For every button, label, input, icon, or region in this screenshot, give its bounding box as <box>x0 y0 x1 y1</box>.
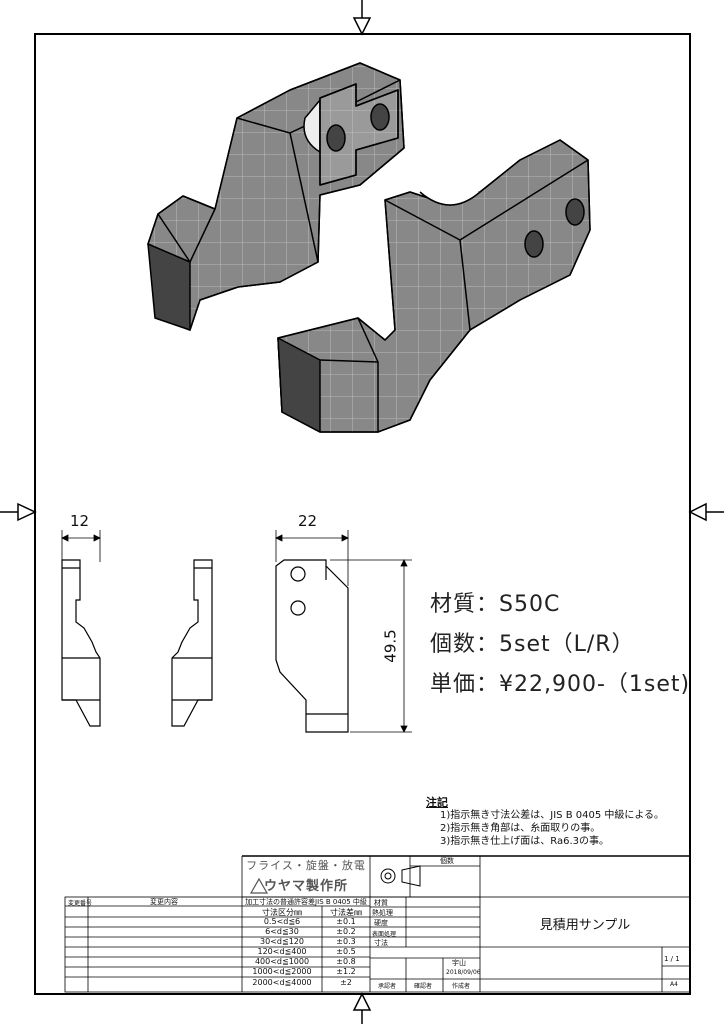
creator-label: 作成者 <box>452 983 471 990</box>
spec-quantity: 個数：5set（L/R） <box>430 632 635 657</box>
tolerance-value: ±0.3 <box>336 937 356 946</box>
checker-label: 確認者 <box>414 983 433 990</box>
dimension-label-22: 22 <box>298 512 318 530</box>
surface-treatment-label: 表面処理 <box>372 931 397 938</box>
projection-symbol-icon <box>380 865 421 887</box>
dimension-label-49-5: 49.5 <box>381 629 400 663</box>
note-line: 2)指示無き角部は、糸面取りの事。 <box>440 823 601 834</box>
tolerance-value: ±0.8 <box>336 957 356 966</box>
tolerance-value: ±1.2 <box>336 967 356 976</box>
company-tagline: フライス・旋盤・放電 <box>246 859 366 872</box>
heat-treatment-label: 熱処理 <box>372 909 393 917</box>
tolerance-value: ±0.1 <box>336 917 356 926</box>
tolerance-col-tol: 寸法差㎜ <box>330 908 362 917</box>
front-view <box>275 559 349 733</box>
side-view-right <box>171 559 213 727</box>
tolerance-range: 1000<d≦2000 <box>252 967 312 976</box>
tolerance-range: 2000<d≦4000 <box>252 978 312 987</box>
company-logo-icon <box>249 877 269 894</box>
spec-price: 単価：¥22,900-（1set) <box>430 672 691 697</box>
tolerance-range: 400<d≦1000 <box>254 957 310 966</box>
dimension-49-5 <box>330 559 412 733</box>
side-view-left <box>61 559 101 727</box>
dimension-12 <box>61 530 101 562</box>
tolerance-value: ±0.5 <box>336 947 356 956</box>
left-center-mark <box>0 502 37 522</box>
approver-label: 承認者 <box>378 983 397 990</box>
tolerance-range: 0.5<d≦6 <box>263 917 301 926</box>
notes-heading: 注記 <box>426 796 448 809</box>
bottom-center-mark <box>352 992 372 1024</box>
tolerance-value: ±2 <box>340 978 352 987</box>
tolerance-range: 6<d≦30 <box>265 927 299 936</box>
dimension-label-12: 12 <box>70 512 90 530</box>
dimension-22 <box>275 530 349 586</box>
top-center-mark <box>352 0 372 36</box>
note-line: 1)指示無き寸法公差は、JIS B 0405 中級による。 <box>440 810 665 821</box>
material-label: 材質 <box>374 899 388 907</box>
company-name: ウヤマ製作所 <box>263 879 348 894</box>
part-isometric-right <box>277 139 591 433</box>
revision-number-label: 変更番号 <box>68 900 93 907</box>
hardness-label: 硬度 <box>374 919 388 927</box>
quantity-label: 個数 <box>440 857 454 865</box>
revision-content-label: 変更内容 <box>150 898 178 906</box>
paper-size: A4 <box>670 981 678 988</box>
title-block-grid <box>64 855 691 993</box>
drawing-date: 2018/09/06 <box>446 969 481 976</box>
designer-name: 宇山 <box>452 959 466 967</box>
drawing-title: 見積用サンプル <box>539 918 631 933</box>
dimension-label: 寸法 <box>374 939 388 947</box>
part-isometric-left <box>147 62 405 331</box>
tolerance-value: ±0.2 <box>336 927 356 936</box>
tolerance-range: 30<d≦120 <box>260 937 304 946</box>
spec-material: 材質：S50C <box>430 592 561 617</box>
notes: 注記 1)指示無き寸法公差は、JIS B 0405 中級による。 2)指示無き角… <box>426 796 664 848</box>
right-center-mark <box>688 502 724 522</box>
sheet-number: 1 / 1 <box>664 955 680 963</box>
tolerance-title: 加工寸法の普通許容差JIS B 0405 中級 <box>245 898 367 906</box>
note-line: 3)指示無き仕上げ面は、Ra6.3の事。 <box>440 836 610 847</box>
tolerance-range: 120<d≦400 <box>257 947 307 956</box>
tolerance-col-range: 寸法区分㎜ <box>262 908 302 917</box>
